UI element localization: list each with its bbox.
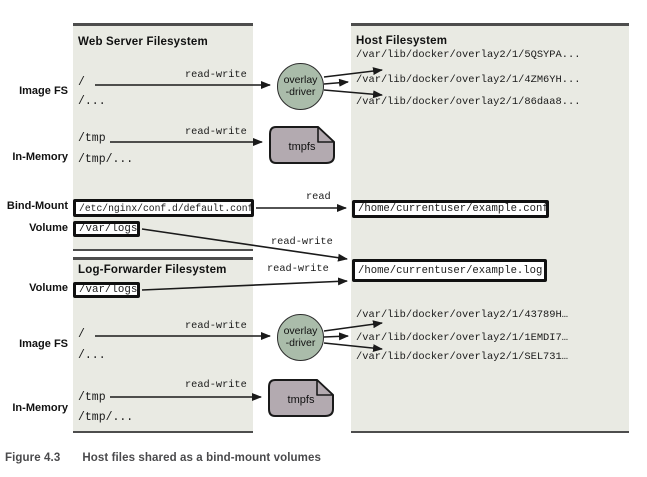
side-label-volume-top: Volume bbox=[29, 222, 68, 234]
overlay-driver-label-line2: -driver bbox=[285, 336, 316, 349]
tmpfs-node-top: tmpfs bbox=[269, 126, 335, 164]
figure-number: Figure 4.3 bbox=[5, 452, 61, 464]
arrow-label-read-write: read-write bbox=[185, 379, 247, 391]
web-volume-source-box: /var/logs bbox=[73, 221, 140, 237]
tmpfs-label: tmpfs bbox=[288, 140, 316, 153]
side-label-in-memory-top: In-Memory bbox=[12, 151, 68, 163]
web-volume-source-path: /var/logs bbox=[79, 223, 138, 235]
arrow-overlay-to-path5 bbox=[323, 332, 349, 341]
host-panel-title: Host Filesystem bbox=[356, 35, 448, 47]
tmpfs-note-icon bbox=[268, 379, 334, 417]
host-overlay-path-1: /var/lib/docker/overlay2/1/5QSYPA... bbox=[356, 49, 581, 61]
overlay-driver-node-bottom: overlay -driver bbox=[277, 314, 324, 361]
tmpfs-node-bottom: tmpfs bbox=[268, 379, 334, 417]
host-filesystem-panel bbox=[351, 23, 629, 433]
side-label-volume-bottom: Volume bbox=[29, 282, 68, 294]
lf-root-dots-row: /... bbox=[78, 349, 106, 362]
figure-title: Host files shared as a bind-mount volume… bbox=[82, 452, 321, 464]
web-tmp-row: /tmp bbox=[78, 132, 106, 145]
arrow-label-read: read bbox=[306, 191, 331, 203]
arrow-label-read-write: read-write bbox=[185, 320, 247, 332]
bind-mount-source-box: /etc/nginx/conf.d/default.conf bbox=[73, 199, 254, 217]
arrow-label-read-write: read-write bbox=[271, 236, 333, 248]
host-bind-mount-target-box: /home/currentuser/example.conf bbox=[352, 200, 549, 218]
lf-root-row: / bbox=[78, 328, 85, 341]
side-label-image-fs-bottom: Image FS bbox=[19, 338, 68, 350]
lf-tmp-dots-row: /tmp/... bbox=[78, 411, 134, 424]
overlay-driver-label-line1: overlay bbox=[283, 325, 318, 337]
web-root-row: / bbox=[78, 76, 85, 89]
web-server-panel-title: Web Server Filesystem bbox=[78, 36, 208, 48]
host-overlay-path-3: /var/lib/docker/overlay2/1/86daa8... bbox=[356, 96, 581, 108]
overlay-driver-node-top: overlay -driver bbox=[277, 63, 324, 110]
host-volume-target-box: /home/currentuser/example.log bbox=[352, 259, 547, 282]
host-bind-mount-target-path: /home/currentuser/example.conf bbox=[358, 203, 549, 215]
arrow-overlay-to-path2 bbox=[323, 78, 349, 87]
host-overlay-path-4: /var/lib/docker/overlay2/1/43789H… bbox=[356, 309, 569, 321]
tmpfs-label: tmpfs bbox=[287, 393, 315, 406]
figure-caption: Figure 4.3 Host files shared as a bind-m… bbox=[5, 452, 321, 464]
lf-tmp-row: /tmp bbox=[78, 391, 106, 404]
host-volume-target-path: /home/currentuser/example.log bbox=[358, 264, 543, 277]
overlay-driver-label-line1: overlay bbox=[283, 74, 318, 86]
arrow-label-read-write: read-write bbox=[185, 126, 247, 138]
log-forwarder-panel-title: Log-Forwarder Filesystem bbox=[78, 264, 227, 276]
host-overlay-path-5: /var/lib/docker/overlay2/1/1EMDI7… bbox=[356, 332, 569, 344]
log-forwarder-volume-box: /var/logs bbox=[73, 282, 140, 298]
arrow-label-read-write: read-write bbox=[185, 69, 247, 81]
web-tmp-dots-row: /tmp/... bbox=[78, 153, 134, 166]
side-label-bind-mount: Bind-Mount bbox=[6, 200, 68, 212]
side-label-image-fs-top: Image FS bbox=[19, 85, 68, 97]
bind-mount-source-path: /etc/nginx/conf.d/default.conf bbox=[79, 202, 254, 214]
side-label-in-memory-bottom: In-Memory bbox=[12, 402, 68, 414]
tmpfs-note-icon bbox=[269, 126, 335, 164]
log-forwarder-volume-path: /var/logs bbox=[79, 284, 138, 296]
overlay-driver-label-line2: -driver bbox=[285, 85, 316, 98]
host-overlay-path-6: /var/lib/docker/overlay2/1/SEL731… bbox=[356, 351, 569, 363]
host-overlay-path-2: /var/lib/docker/overlay2/1/4ZM6YH... bbox=[356, 74, 581, 86]
web-root-dots-row: /... bbox=[78, 95, 106, 108]
arrow-label-read-write: read-write bbox=[267, 263, 329, 275]
